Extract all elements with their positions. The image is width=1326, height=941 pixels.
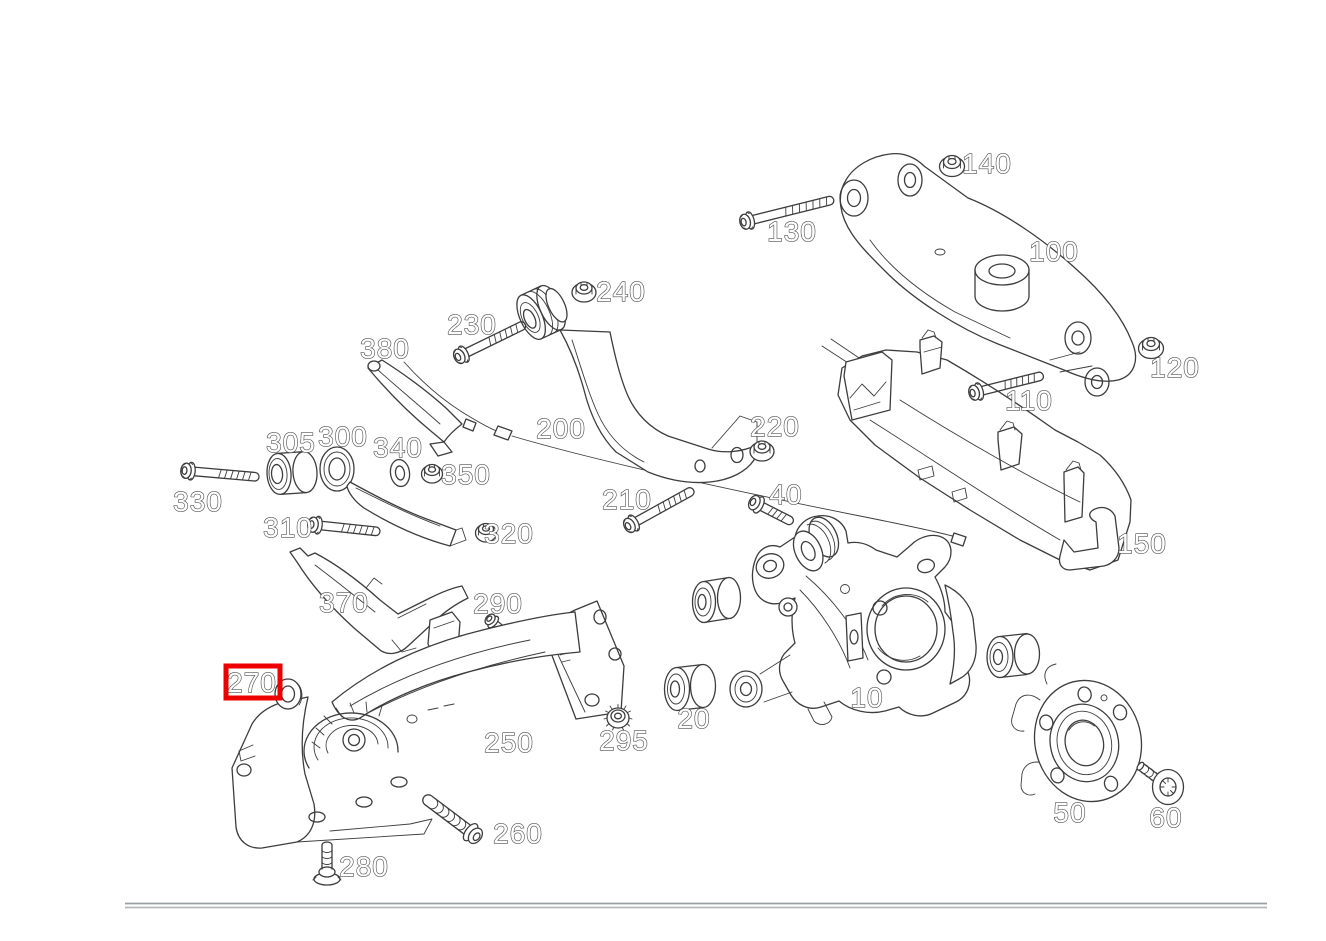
bolt-330 <box>180 461 260 482</box>
part-label-350[interactable]: 350 <box>441 458 491 490</box>
bolt-310 <box>307 515 381 537</box>
part-label-100[interactable]: 100 <box>1029 235 1079 267</box>
part-label-295[interactable]: 295 <box>599 724 649 756</box>
part-label-280[interactable]: 280 <box>339 850 389 882</box>
part-370-bracket <box>289 547 469 657</box>
part-200-camber-link <box>516 284 758 484</box>
selected-part-highlight-box <box>223 663 283 701</box>
part-label-220[interactable]: 220 <box>750 410 800 442</box>
bolt-260 <box>422 794 484 845</box>
part-label-200[interactable]: 200 <box>536 412 586 444</box>
brake-cable-line <box>511 435 967 547</box>
part-label-20[interactable]: 20 <box>677 702 710 734</box>
part-250-spring-link <box>231 600 625 849</box>
part-label-305[interactable]: 305 <box>266 426 316 458</box>
part-label-210[interactable]: 210 <box>602 483 652 515</box>
part-label-110[interactable]: 110 <box>1005 384 1053 416</box>
part-150-cover-tray <box>821 329 1132 571</box>
part-label-370[interactable]: 370 <box>319 586 369 618</box>
part-label-150[interactable]: 150 <box>1117 527 1167 559</box>
part-label-50[interactable]: 50 <box>1053 796 1086 828</box>
part-20-bushing <box>663 663 717 712</box>
nut-320 <box>474 522 498 543</box>
part-label-380[interactable]: 380 <box>360 332 410 364</box>
part-label-300[interactable]: 300 <box>318 420 368 452</box>
right-bushing <box>986 632 1041 679</box>
part-380-blade-link <box>367 359 513 457</box>
part-label-130[interactable]: 130 <box>767 215 817 247</box>
part-labels: 140 100 130 120 110 240 230 380 200 220 … <box>173 147 1200 882</box>
nut-350 <box>420 463 444 484</box>
bolt-60 <box>1136 761 1185 806</box>
part-label-10[interactable]: 10 <box>850 681 883 713</box>
part-label-120[interactable]: 120 <box>1150 351 1200 383</box>
part-label-230[interactable]: 230 <box>447 308 497 340</box>
part-label-40[interactable]: 40 <box>769 478 802 510</box>
nut-295 <box>603 704 633 731</box>
bolt-110 <box>968 371 1045 401</box>
part-label-140[interactable]: 140 <box>962 147 1012 179</box>
upper-bushing <box>691 576 742 624</box>
bolt-40 <box>747 494 795 526</box>
part-label-320[interactable]: 320 <box>484 517 534 549</box>
bolt-230 <box>452 321 527 365</box>
nut-240 <box>571 281 597 303</box>
nut-220 <box>749 440 775 462</box>
screw-280 <box>312 841 342 886</box>
part-305-bushing <box>266 450 318 496</box>
part-label-310[interactable]: 310 <box>263 511 313 543</box>
part-label-260[interactable]: 260 <box>493 817 543 849</box>
part-label-290[interactable]: 290 <box>473 587 523 619</box>
part-300-link <box>319 446 467 547</box>
nut-140 <box>938 154 966 178</box>
part-label-270-highlighted[interactable]: 270 <box>227 666 277 698</box>
nut-120 <box>1137 336 1165 360</box>
part-10-knuckle <box>729 515 977 725</box>
part-100-control-arm <box>839 152 1137 397</box>
part-label-250[interactable]: 250 <box>484 726 534 758</box>
bolt-130 <box>739 195 835 230</box>
part-label-60[interactable]: 60 <box>1149 801 1182 833</box>
part-50-wheel-hub <box>1011 663 1143 803</box>
bolt-210 <box>622 487 695 534</box>
part-340-washer <box>389 458 411 488</box>
part-label-340[interactable]: 340 <box>373 431 423 463</box>
part-label-330[interactable]: 330 <box>173 485 223 517</box>
page-footer-rule <box>125 902 1267 909</box>
part-label-240[interactable]: 240 <box>596 275 646 307</box>
